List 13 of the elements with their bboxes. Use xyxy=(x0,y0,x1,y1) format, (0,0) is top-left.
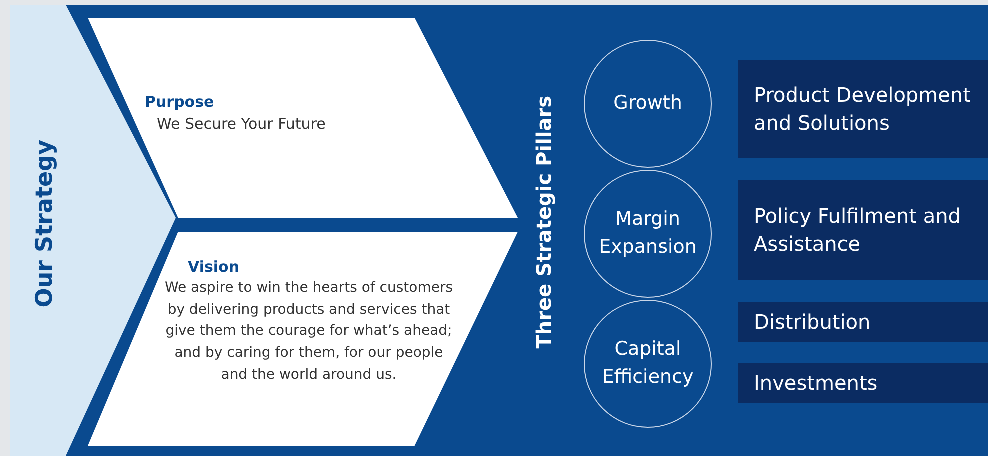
section-title: Three Strategic Pillars xyxy=(532,96,556,349)
focus-area-box: Product Development and Solutions xyxy=(738,60,988,158)
heading: Purpose xyxy=(145,93,216,111)
pillar-circle: Capital Efficiency xyxy=(584,300,712,428)
pillar-circle: Margin Expansion xyxy=(584,170,712,298)
heading: Vision xyxy=(188,258,241,276)
statement-text: We Secure Your Future xyxy=(157,114,327,135)
strategy-band-title: Our Strategy xyxy=(32,140,58,308)
focus-area-box: Distribution xyxy=(738,302,988,342)
focus-area-box: Investments xyxy=(738,363,988,403)
pillar-circle: Growth xyxy=(584,40,712,168)
focus-area-box: Policy Fulfilment and Assistance xyxy=(738,180,988,280)
statement-text: We aspire to win the hearts of customers by delivering products and services that give them the courage for what’s ahead; and by caring for them, for our people and the world around us. xyxy=(164,279,454,385)
